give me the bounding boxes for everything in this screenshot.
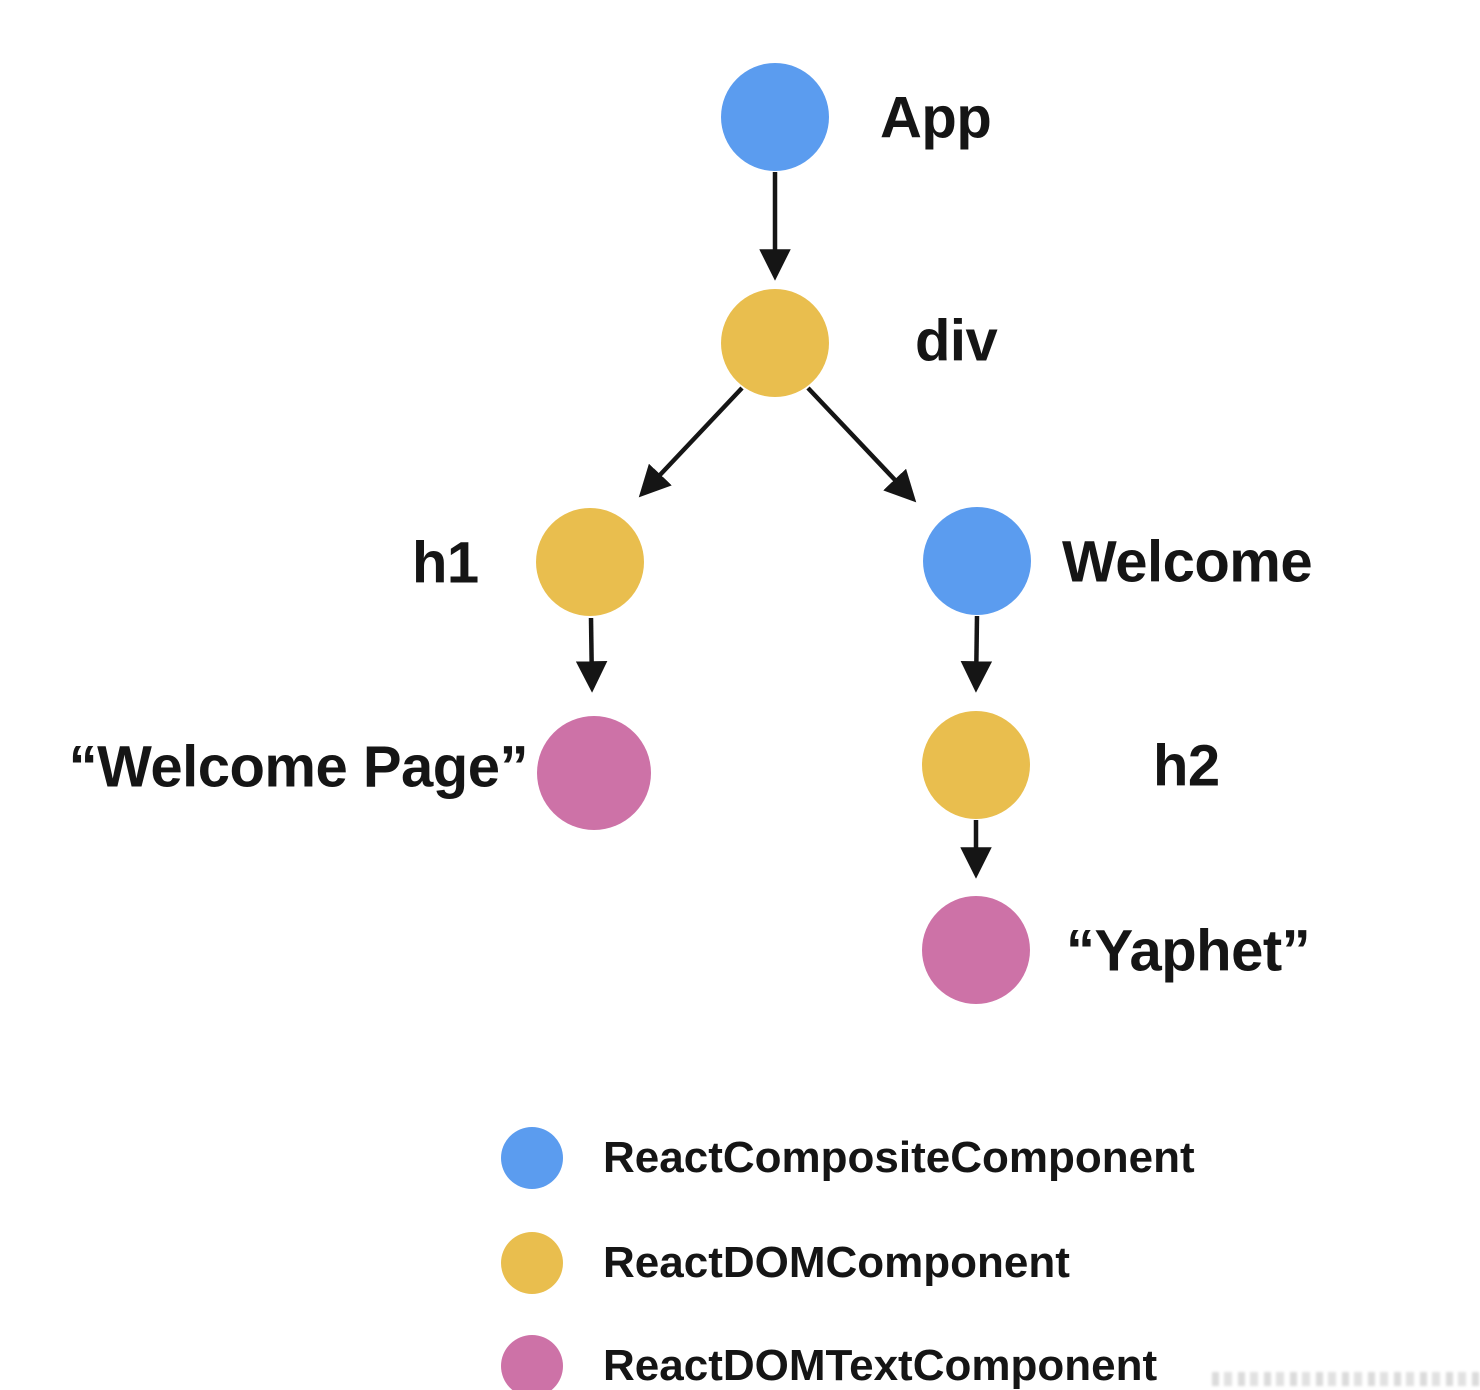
node-h1-label: h1: [412, 530, 479, 596]
node-welcome-label: Welcome: [1062, 529, 1313, 595]
corner-watermark: [1212, 1372, 1480, 1386]
node-div-circle: [721, 289, 829, 397]
node-welcome-circle: [923, 507, 1031, 615]
node-h1-circle: [536, 508, 644, 616]
legend-swatch-composite-component: [501, 1127, 563, 1189]
node-yaphet-text-circle: [922, 896, 1030, 1004]
node-app-circle: [721, 63, 829, 171]
legend-swatch-dom-component: [501, 1232, 563, 1294]
edge-div-welcome: [806, 386, 917, 503]
node-h2-circle: [922, 711, 1030, 819]
node-yaphet-label: “Yaphet”: [1066, 918, 1311, 984]
legend-label-composite-component: ReactCompositeComponent: [603, 1133, 1195, 1182]
legend-swatch-dom-text-component: [501, 1335, 563, 1390]
node-app-label: App: [880, 85, 992, 151]
legend-label-dom-component: ReactDOMComponent: [603, 1238, 1070, 1287]
node-welcome-page-text-circle: [537, 716, 651, 830]
node-h2-label: h2: [1153, 733, 1220, 799]
node-welcome-page-label: “Welcome Page”: [68, 734, 529, 800]
edge-div-h1: [638, 386, 744, 498]
edge-h1-welcomepage: [575, 617, 608, 693]
legend-label-dom-text-component: ReactDOMTextComponent: [603, 1341, 1158, 1390]
node-div-label: div: [915, 308, 998, 374]
edge-welcome-h2: [960, 615, 993, 693]
